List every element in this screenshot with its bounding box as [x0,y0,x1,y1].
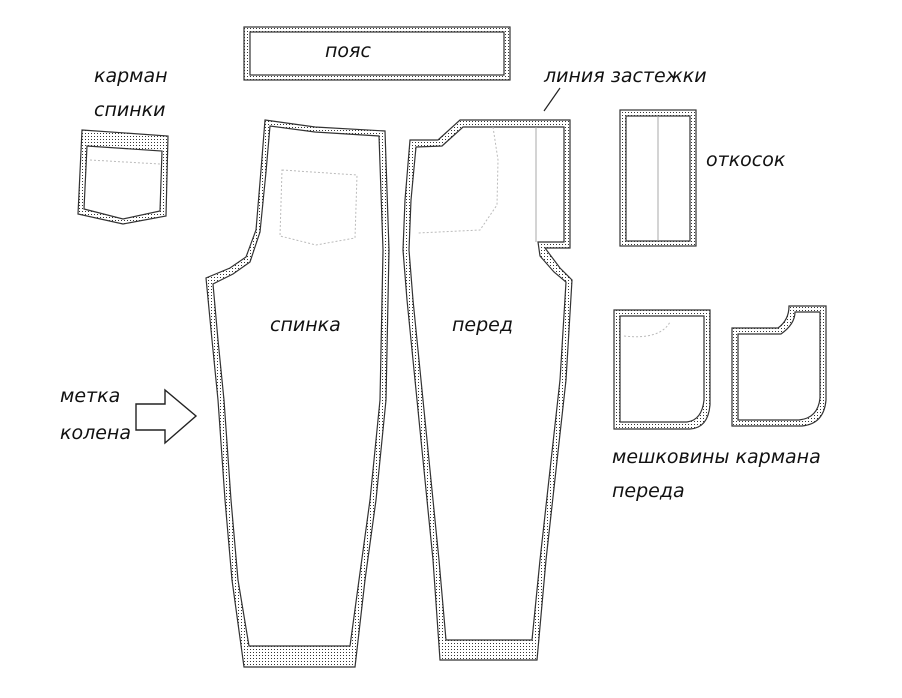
back-pocket-label-line1: карман [94,65,168,87]
back-piece-label: спинка [270,314,341,336]
knee-mark-label-line1: метка [60,385,120,407]
pocket-bags-label-line1: мешковины кармана [612,446,821,468]
fly-line-pointer [543,87,561,112]
front-trouser-piece [402,119,573,661]
fly-facing-piece [619,109,697,247]
front-piece-label: перед [452,314,513,336]
front-pocket-bag-2 [731,305,827,427]
fly-facing-label: откосок [706,149,786,171]
fly-line-label: линия застежки [543,65,707,87]
back-pocket-piece [77,129,169,225]
back-trouser-piece [205,119,390,668]
knee-mark-label-line2: колена [60,422,131,444]
waistband-label: пояс [325,40,371,62]
waistband-piece [243,26,511,81]
knee-mark-arrow-icon [135,388,198,445]
pocket-bags-label-line2: переда [612,480,685,502]
back-pocket-label-line2: спинки [94,99,165,121]
front-pocket-bag-1 [613,309,711,430]
